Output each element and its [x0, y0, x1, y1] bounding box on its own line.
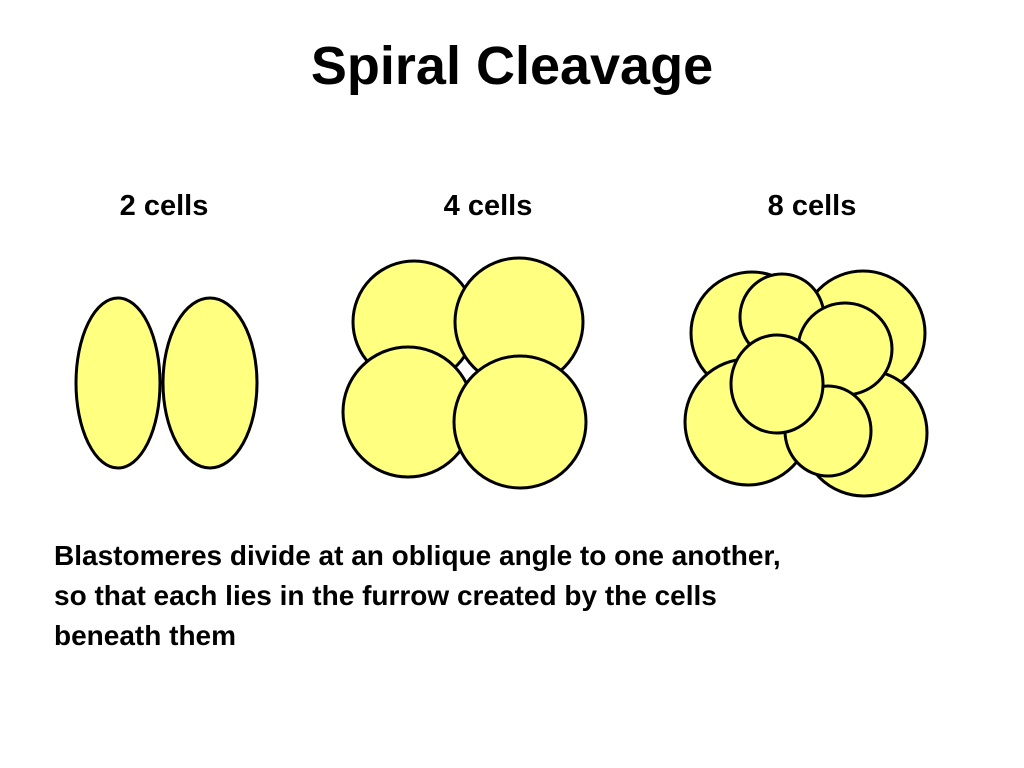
caption-line: so that each lies in the furrow created … — [54, 576, 974, 616]
caption-line: Blastomeres divide at an oblique angle t… — [54, 536, 974, 576]
two-cell-stage — [76, 298, 257, 468]
eight-cell-stage — [685, 271, 927, 496]
blastomere — [454, 356, 586, 488]
four-cell-stage — [343, 258, 586, 488]
caption: Blastomeres divide at an oblique angle t… — [54, 536, 974, 656]
caption-line: beneath them — [54, 616, 974, 656]
blastomere — [76, 298, 160, 468]
micromere — [731, 335, 823, 433]
blastomere — [163, 298, 257, 468]
